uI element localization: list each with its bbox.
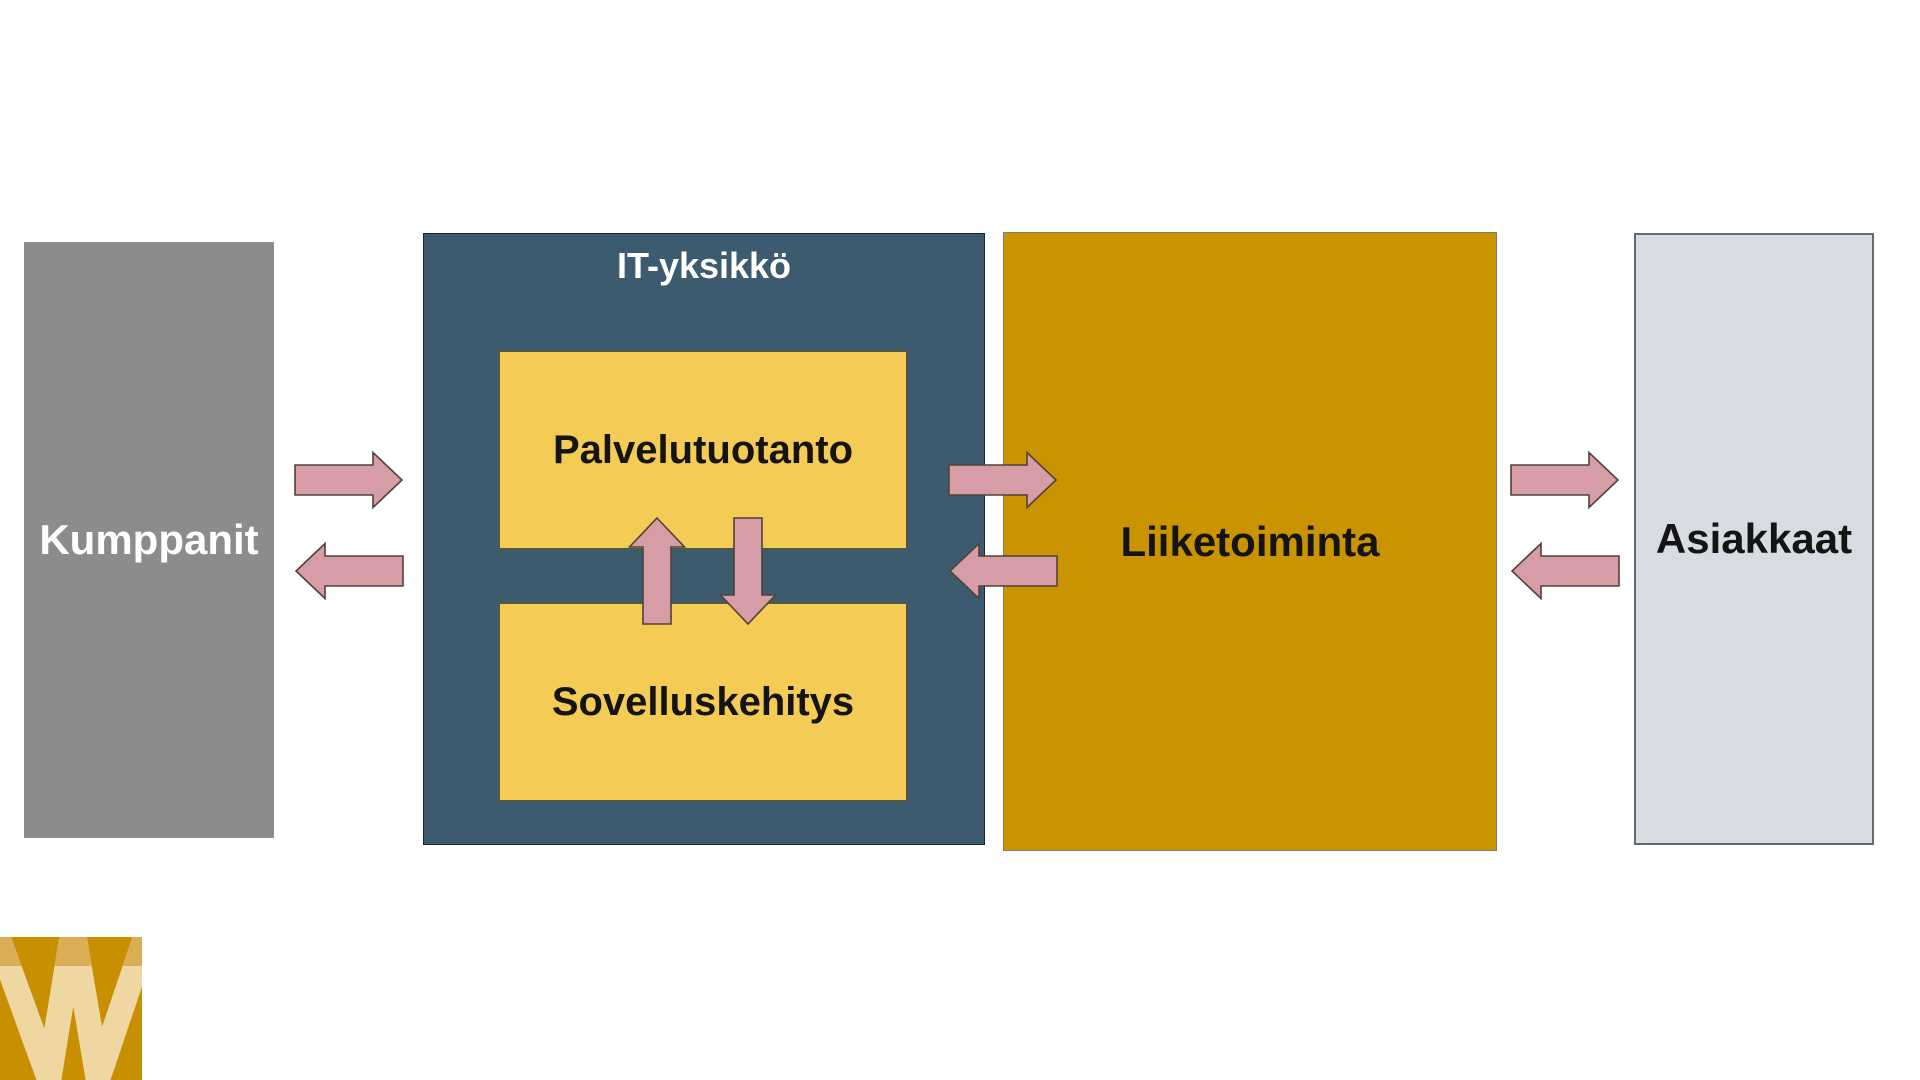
service-production-label: Palvelutuotanto (552, 427, 854, 472)
partners-label: Kumppanit (39, 516, 259, 563)
arrow-up-icon-development-to-production (628, 517, 686, 625)
application-development-box: Sovelluskehitys (499, 603, 907, 801)
arrow-right-icon-business-to-customers (1510, 451, 1620, 509)
customers-box: Asiakkaat (1634, 233, 1874, 845)
arrow-left-icon-it-to-partners (294, 542, 404, 600)
w-logo (0, 937, 142, 1080)
it-unit-title: IT-yksikkö (616, 245, 792, 286)
arrow-down-icon-production-to-development (719, 517, 777, 625)
partners-box: Kumppanit (24, 242, 274, 838)
customers-label: Asiakkaat (1655, 515, 1853, 562)
it-unit-box: IT-yksikkö Palvelutuotanto Sovelluskehit… (423, 233, 985, 845)
business-label: Liiketoiminta (1120, 517, 1380, 565)
arrow-left-icon-customers-to-business (1510, 542, 1620, 600)
w-logo-letter (0, 937, 142, 1080)
service-production-box: Palvelutuotanto (499, 351, 907, 549)
arrow-left-icon-business-to-it (948, 542, 1058, 600)
application-development-label: Sovelluskehitys (551, 679, 855, 724)
arrow-right-icon-it-to-business (948, 451, 1058, 509)
arrow-right-icon-partners-to-it (294, 451, 404, 509)
business-box: Liiketoiminta (1003, 232, 1497, 851)
